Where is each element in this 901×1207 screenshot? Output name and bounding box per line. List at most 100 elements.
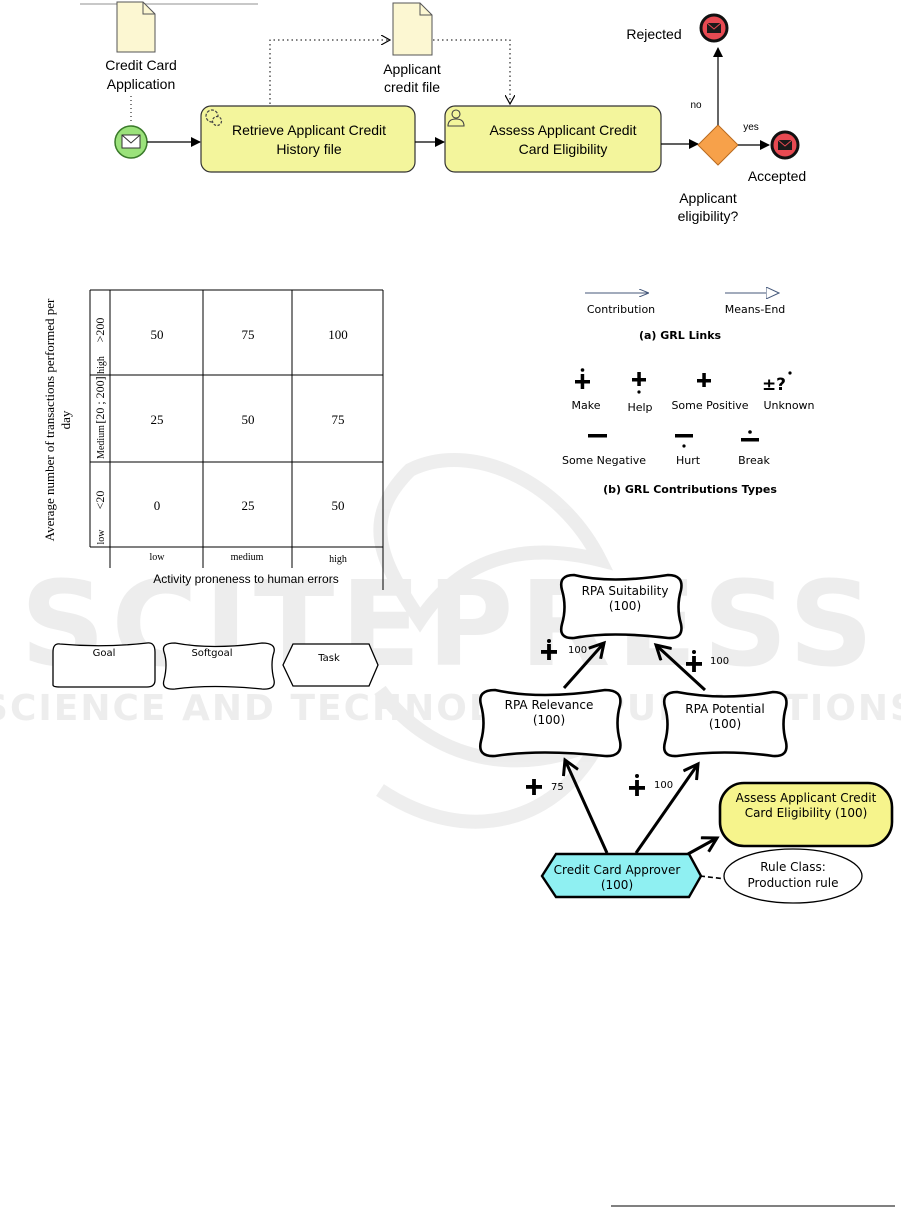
type-break: Break <box>738 454 770 467</box>
suitability-matrix: Average number of transactions performed… <box>42 289 384 590</box>
matrix-ylabel-2: day <box>58 410 73 429</box>
matrix-ylabel-1: Average number of transactions performed… <box>42 298 57 541</box>
some-positive-icon <box>697 373 711 387</box>
row-range-low: <20 <box>93 491 107 510</box>
rule-line1: Rule Class: <box>760 860 826 874</box>
softgoal-rpa-suitability[interactable]: RPA Suitability (100) <box>559 573 683 640</box>
make-icon <box>629 774 645 796</box>
softgoal-rpa-potential[interactable]: RPA Potential (100) <box>662 690 788 758</box>
legend-links-caption: (a) GRL Links <box>639 329 722 342</box>
suitability-label: RPA Suitability <box>582 584 669 598</box>
service-task-icon <box>205 109 223 127</box>
make-icon <box>575 368 590 389</box>
type-hurt: Hurt <box>676 454 701 467</box>
weight-potential-suitability: 100 <box>710 656 729 667</box>
row-level-low: low <box>96 529 107 545</box>
start-label-2: Application <box>107 76 176 92</box>
rejected-label: Rejected <box>626 26 681 42</box>
grl-model: RPA Suitability (100) RPA Relevance (100… <box>479 573 894 904</box>
yes-label: yes <box>743 122 759 133</box>
start-event[interactable] <box>114 125 148 159</box>
rejected-end-event[interactable] <box>699 13 729 43</box>
grl-task-assess-eligibility[interactable]: Assess Applicant Credit Card Eligibility… <box>718 781 894 848</box>
goal-label: Goal <box>93 648 116 659</box>
potential-value: (100) <box>709 717 741 731</box>
eligibility-gateway[interactable] <box>697 124 739 166</box>
type-some-positive: Some Positive <box>671 399 748 412</box>
accepted-label: Accepted <box>748 168 806 184</box>
envelope-icon <box>121 134 141 149</box>
task2-line2: Card Eligibility <box>519 141 608 157</box>
user-task-icon <box>447 109 465 127</box>
grl-legend: Contribution Means-End (a) GRL Links Mak… <box>562 293 815 496</box>
cell-medium-low: 25 <box>151 412 164 427</box>
relevance-label: RPA Relevance <box>505 698 594 712</box>
cell-high-medium: 75 <box>242 327 255 342</box>
application-document <box>116 1 156 53</box>
weight-relevance-suitability: 100 <box>568 645 587 656</box>
task1-line2: History file <box>276 141 342 157</box>
row-level-medium: Medium <box>96 425 107 459</box>
some-negative-icon <box>588 434 607 438</box>
type-unknown: Unknown <box>763 399 814 412</box>
unknown-icon: ±? <box>762 371 792 395</box>
suitability-value: (100) <box>609 599 641 613</box>
cell-low-high: 50 <box>332 498 345 513</box>
actor-credit-card-approver[interactable]: Credit Card Approver (100) <box>540 852 703 899</box>
task-label: Task <box>317 653 340 664</box>
watermark: SCITEPRESS SCIENCE AND TECHNOLOGY PUBLIC… <box>0 453 901 829</box>
weight-actor-relevance: 75 <box>551 782 564 793</box>
col-high: high <box>329 554 347 565</box>
softgoal-shape: Softgoal <box>162 642 275 690</box>
relevance-value: (100) <box>533 713 565 727</box>
cell-medium-medium: 50 <box>242 412 255 427</box>
grl-task-line1: Assess Applicant Credit <box>736 791 877 805</box>
unknown-glyph: ±? <box>762 375 786 395</box>
envelope-icon <box>778 140 792 150</box>
rule-line2: Production rule <box>748 876 839 890</box>
actor-label: Credit Card Approver <box>554 863 681 877</box>
accepted-end-event[interactable] <box>770 130 800 160</box>
credit-file-document <box>392 2 433 56</box>
task-shape: Task <box>282 643 379 687</box>
bpmn-diagram: Credit Card Application Retrieve Applica… <box>80 1 806 224</box>
type-some-negative: Some Negative <box>562 454 646 467</box>
break-icon <box>741 430 759 442</box>
no-label: no <box>690 100 702 111</box>
potential-label: RPA Potential <box>685 702 764 716</box>
cell-low-low: 0 <box>154 498 161 513</box>
type-help: Help <box>627 401 652 414</box>
softgoal-label: Softgoal <box>191 648 232 659</box>
cell-high-low: 50 <box>151 327 164 342</box>
weight-actor-potential: 100 <box>654 780 673 791</box>
row-range-high: >200 <box>93 318 107 343</box>
type-make: Make <box>572 399 601 412</box>
col-low: low <box>150 552 166 563</box>
rule-class-note[interactable]: Rule Class: Production rule <box>723 848 863 904</box>
grl-task-line2: Card Eligibility (100) <box>745 806 868 820</box>
some-positive-icon <box>526 779 542 795</box>
gateway-label-2: eligibility? <box>678 208 739 224</box>
task-retrieve-history[interactable]: Retrieve Applicant Credit History file <box>200 105 416 173</box>
matrix-xlabel: Activity proneness to human errors <box>153 572 338 586</box>
envelope-icon <box>707 23 721 33</box>
row-range-medium: [20 ; 200] <box>93 376 107 423</box>
task1-line1: Retrieve Applicant Credit <box>232 122 386 138</box>
cell-medium-high: 75 <box>332 412 345 427</box>
file-label-1: Applicant <box>383 61 441 77</box>
softgoal-rpa-relevance[interactable]: RPA Relevance (100) <box>479 688 622 758</box>
grl-shapes-legend: Goal Softgoal Task <box>52 642 379 690</box>
legend-contribution: Contribution <box>587 303 655 316</box>
hurt-icon <box>675 434 693 448</box>
file-label-2: credit file <box>384 79 440 95</box>
actor-value: (100) <box>601 878 633 892</box>
legend-types-caption: (b) GRL Contributions Types <box>603 483 777 496</box>
goal-shape: Goal <box>52 642 156 688</box>
gateway-label-1: Applicant <box>679 190 737 206</box>
help-icon <box>632 372 646 394</box>
task-assess-eligibility[interactable]: Assess Applicant Credit Card Eligibility <box>444 105 662 173</box>
col-medium: medium <box>231 552 264 563</box>
row-level-high: high <box>96 356 107 374</box>
task2-line1: Assess Applicant Credit <box>489 122 636 138</box>
